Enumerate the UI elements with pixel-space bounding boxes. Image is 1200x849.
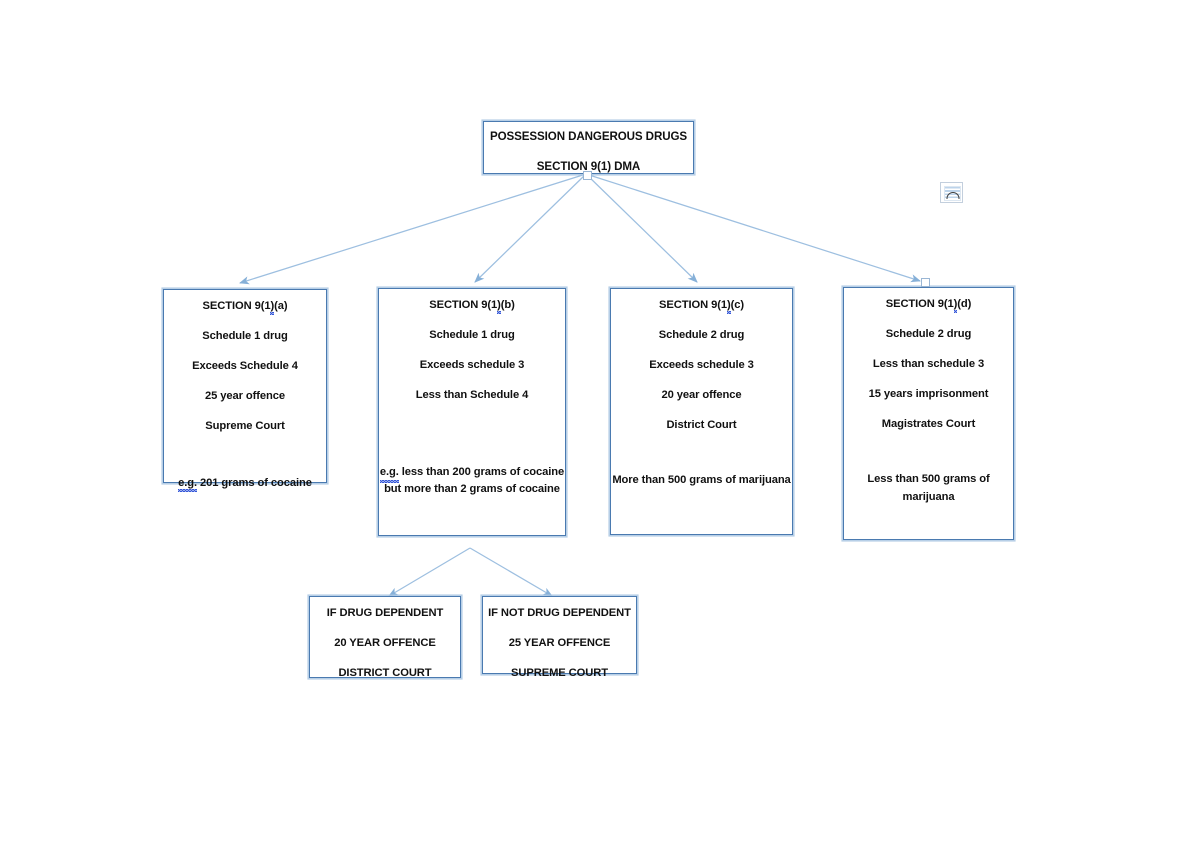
if-not-drug-dependent-line-3: SUPREME COURT	[511, 666, 608, 679]
connector-handle-section-d[interactable]	[921, 278, 930, 287]
section-c-line-4: District Court	[666, 418, 737, 431]
root-line-2: SECTION 9(1) DMA	[536, 160, 641, 174]
if-not-drug-dependent-line-1: IF NOT DRUG DEPENDENT	[488, 607, 631, 619]
spellcheck-squiggle: )	[270, 300, 275, 315]
edge-root-to-c	[585, 173, 698, 283]
section-d-line-4: Magistrates Court	[881, 417, 976, 430]
node-section-9-1-a[interactable]: SECTION 9(1)(a) Schedule 1 drug Exceeds …	[163, 289, 327, 493]
picture-icon-inner	[944, 186, 961, 201]
section-a-line-4: Supreme Court	[205, 419, 285, 432]
spellcheck-squiggle: )	[726, 299, 731, 314]
spellcheck-squiggle: e.g.	[379, 464, 399, 484]
if-drug-dependent-line-3: DISTRICT COURT	[338, 666, 432, 679]
node-if-drug-dependent[interactable]: IF DRUG DEPENDENT 20 YEAR OFFENCE DISTRI…	[309, 596, 461, 679]
if-drug-dependent-line-1: IF DRUG DEPENDENT	[326, 607, 444, 619]
section-c-line-1: Schedule 2 drug	[658, 328, 745, 341]
section-b-heading: SECTION 9(1)(b)	[429, 299, 515, 314]
section-a-line-1: Schedule 1 drug	[202, 329, 288, 342]
if-not-drug-dependent-line-2: 25 YEAR OFFENCE	[508, 636, 611, 649]
picture-placeholder-icon[interactable]	[940, 182, 963, 203]
section-d-heading: SECTION 9(1)(d)	[885, 298, 972, 313]
section-c-line-2: Exceeds schedule 3	[649, 358, 754, 371]
section-b-line-3: Less than Schedule 4	[415, 388, 529, 401]
section-d-line-2: Less than schedule 3	[872, 357, 985, 370]
node-section-9-1-d[interactable]: SECTION 9(1)(d) Schedule 2 drug Less tha…	[843, 287, 1014, 540]
connector-handle-root[interactable]	[583, 171, 592, 180]
node-if-not-drug-dependent[interactable]: IF NOT DRUG DEPENDENT 25 YEAR OFFENCE SU…	[482, 596, 637, 679]
edge-root-to-b	[474, 173, 587, 283]
edge-b-to-not-dependent	[469, 547, 553, 597]
section-d-line-1: Schedule 2 drug	[885, 327, 972, 340]
section-b-line-2: Exceeds schedule 3	[419, 358, 525, 371]
section-a-example: e.g. 201 grams of cocaine	[178, 477, 312, 493]
section-c-heading: SECTION 9(1)(c)	[659, 299, 744, 314]
node-section-9-1-c[interactable]: SECTION 9(1)(c) Schedule 2 drug Exceeds …	[610, 288, 793, 535]
section-a-line-3: 25 year offence	[205, 389, 285, 402]
edge-root-to-d	[585, 173, 921, 283]
node-section-9-1-b[interactable]: SECTION 9(1)(b) Schedule 1 drug Exceeds …	[378, 288, 566, 536]
section-a-heading: SECTION 9(1)(a)	[202, 300, 288, 315]
spellcheck-squiggle: )	[497, 299, 501, 314]
edge-root-to-a	[239, 173, 587, 285]
if-drug-dependent-line-2: 20 YEAR OFFENCE	[334, 636, 436, 649]
section-a-line-2: Exceeds Schedule 4	[192, 359, 298, 372]
edge-b-to-dependent	[388, 547, 471, 597]
root-line-1: POSSESSION DANGEROUS DRUGS	[489, 130, 688, 143]
spellcheck-squiggle: )	[953, 298, 958, 313]
section-b-line-1: Schedule 1 drug	[429, 328, 515, 341]
section-d-example: Less than 500 grams of marijuana	[867, 473, 990, 503]
section-c-line-3: 20 year offence	[661, 388, 742, 401]
section-b-example: e.g. less than 200 grams of cocaine but …	[379, 464, 565, 495]
section-d-line-3: 15 years imprisonment	[868, 387, 989, 400]
picture-icon-arch	[946, 192, 959, 199]
node-root-possession-dangerous-drugs[interactable]: POSSESSION DANGEROUS DRUGS SECTION 9(1) …	[483, 121, 694, 174]
spellcheck-squiggle: e.g.	[178, 477, 198, 493]
section-c-example: More than 500 grams of marijuana	[612, 474, 791, 487]
